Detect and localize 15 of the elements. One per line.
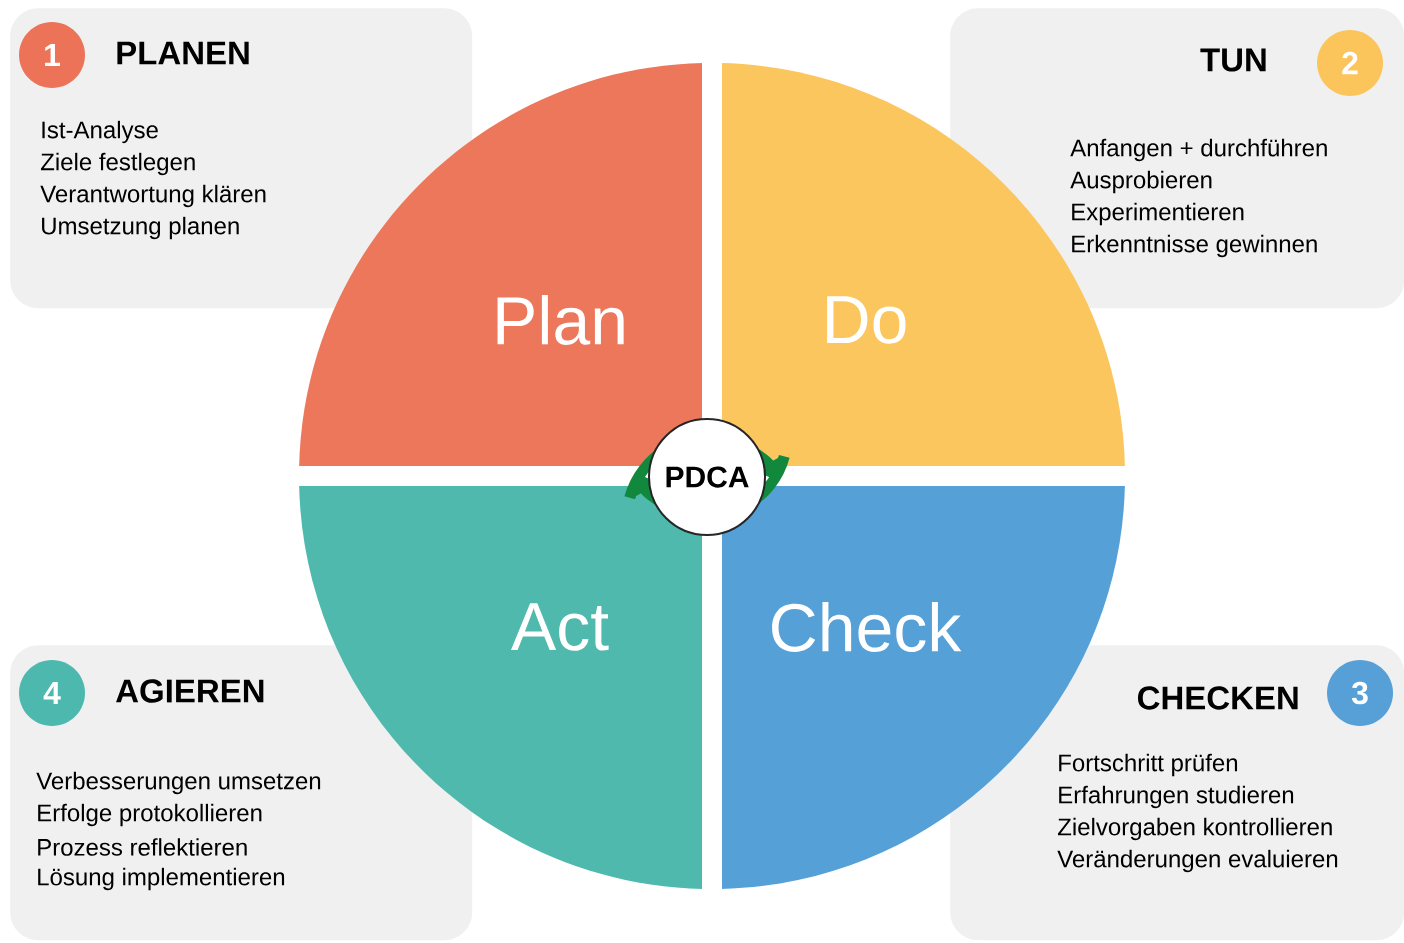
card-heading: CHECKEN <box>1138 686 1298 710</box>
list-item: Lösung implementieren <box>38 867 285 891</box>
list-item: Umsetzung planen <box>42 216 239 240</box>
number-badge: 2 <box>1317 30 1383 96</box>
list-item: Erfolge protokollieren <box>38 803 262 827</box>
card-heading: PLANEN <box>117 41 249 65</box>
number-badge: 4 <box>19 660 85 726</box>
list-item: Ziele festlegen <box>40 152 195 176</box>
list-item: Ist-Analyse <box>42 120 158 144</box>
list-item: Prozess reflektieren <box>38 838 247 856</box>
card-heading: TUN <box>1200 48 1266 72</box>
number-badge: 3 <box>1327 660 1393 726</box>
card-heading: AGIEREN <box>116 679 264 703</box>
list-item: Verantwortung klären <box>40 184 266 208</box>
number-badge: 1 <box>19 22 85 88</box>
